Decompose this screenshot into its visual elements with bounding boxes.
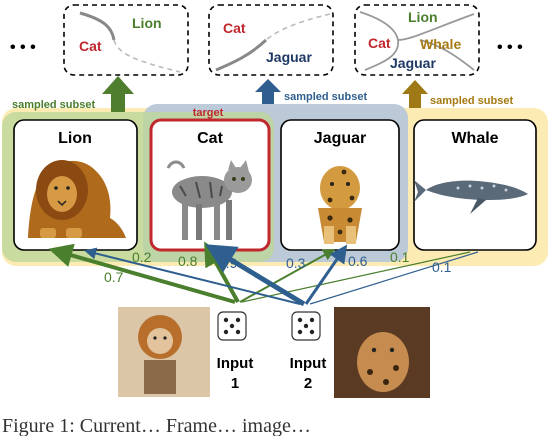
gold-subset-label: sampled subset <box>430 95 513 107</box>
input-1: Input 1 <box>118 307 253 397</box>
decision-boundary-3c <box>397 13 475 41</box>
top-box-3: Lion Cat Whale Jaguar <box>354 4 480 76</box>
edge-weight-blue-0: 0.9 <box>218 255 238 271</box>
right-ellipsis: • • • <box>497 39 523 56</box>
top-box-3-jaguar: Jaguar <box>390 55 436 71</box>
lion-image <box>28 160 126 238</box>
edge-input2-jaguar <box>304 244 348 305</box>
edge-weight-blue-1: 0.3 <box>286 255 306 271</box>
target-label: target <box>193 107 224 119</box>
input-1-number: 1 <box>231 375 239 392</box>
top-box-1: Lion Cat <box>63 4 189 76</box>
class-card-whale: Whale <box>413 119 537 251</box>
class-card-cat: Cat <box>149 118 271 252</box>
top-box-3-cat: Cat <box>368 35 391 51</box>
class-card-lion: Lion <box>13 119 138 251</box>
blue-up-arrow <box>255 79 281 104</box>
edge-weight-thin-1: 0.1 <box>390 249 410 265</box>
top-box-3-whale: Whale <box>420 36 461 52</box>
top-box-3-lion: Lion <box>408 9 438 25</box>
gold-up-arrow <box>402 80 428 108</box>
edge-weight-green-0: 0.7 <box>104 269 124 285</box>
top-box-2-cat: Cat <box>223 20 246 36</box>
green-up-arrow <box>102 76 134 112</box>
dice-icon-2 <box>291 311 321 341</box>
input-2: Input 2 <box>290 307 430 398</box>
edge-input2-cat <box>205 244 306 307</box>
left-ellipsis: • • • <box>10 39 36 56</box>
cat-image <box>166 160 252 240</box>
input-2-number: 2 <box>304 375 312 392</box>
jaguar-image <box>318 166 362 244</box>
edge-input1-lion <box>48 243 236 304</box>
edge-weight-green-1: 0.2 <box>132 249 152 265</box>
top-box-2-jaguar: Jaguar <box>266 49 312 65</box>
edge-input1-whale <box>241 251 471 303</box>
decision-boundary-3a <box>359 11 399 41</box>
caption: Figure 1: Current… Frame… image… <box>2 415 311 436</box>
edges <box>48 241 479 307</box>
decision-boundary-1-dashed <box>113 39 181 73</box>
decision-boundary-2-dashed <box>265 13 331 41</box>
top-box-2: Cat Jaguar <box>208 4 334 76</box>
decision-boundary-3b <box>364 39 399 71</box>
edge-weight-green-2: 0.8 <box>178 253 198 269</box>
input-1-label: Input <box>217 355 254 372</box>
top-box-1-cat: Cat <box>79 38 102 54</box>
decision-boundary-1 <box>79 11 116 41</box>
class-card-jaguar: Jaguar <box>280 119 400 251</box>
green-subset-label: sampled subset <box>12 99 95 111</box>
edge-input2-lion <box>84 247 301 305</box>
edge-input2-whale <box>309 251 479 305</box>
whale-image <box>414 180 528 214</box>
edge-weight-thin-0: 0.6 <box>348 253 368 269</box>
input-2-label: Input <box>290 355 327 372</box>
decision-boundary-2 <box>215 38 268 72</box>
edge-weight-thin-2: 0.1 <box>432 259 452 275</box>
class-label-jaguar: Jaguar <box>314 130 366 147</box>
class-label-lion: Lion <box>58 130 92 147</box>
top-box-1-lion: Lion <box>132 15 162 31</box>
class-label-cat: Cat <box>197 130 223 147</box>
blue-subset-label: sampled subset <box>284 91 367 103</box>
class-label-whale: Whale <box>451 130 498 147</box>
dice-icon-1 <box>217 311 247 341</box>
decision-boundary-3d <box>419 39 475 71</box>
